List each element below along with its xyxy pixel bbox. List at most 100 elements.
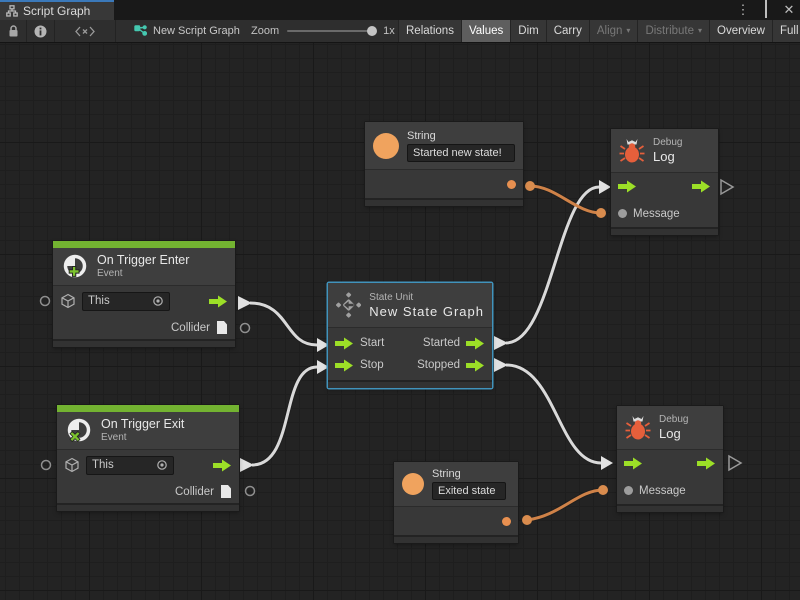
object-picker-icon[interactable]: [152, 295, 164, 307]
zoom-control: Zoom 1x: [251, 20, 395, 42]
zoom-value: 1x: [383, 25, 395, 37]
tab-script-graph[interactable]: Script Graph: [0, 0, 114, 20]
message-input-port[interactable]: [618, 209, 627, 218]
close-icon[interactable]: ✕: [782, 0, 796, 20]
kebab-menu-icon[interactable]: ⋮: [736, 0, 750, 20]
string-value-input[interactable]: [407, 144, 515, 162]
node-subtitle: Event: [101, 432, 184, 444]
inspect-button[interactable]: [27, 20, 55, 42]
target-object-dropdown[interactable]: This: [82, 292, 170, 311]
state-machine-icon: [336, 290, 361, 320]
node-subtitle: Debug: [653, 137, 682, 149]
output-port-label: Collider: [175, 486, 214, 498]
lock-icon: [8, 25, 19, 38]
wire-endpoint-dot: [525, 181, 535, 191]
flow-out-port[interactable]: [466, 337, 485, 350]
node-debug-log-bottom[interactable]: Debug Log Message: [617, 406, 723, 512]
maximize-icon[interactable]: [759, 0, 773, 20]
node-subtitle: State Unit: [369, 292, 484, 304]
target-object-dropdown[interactable]: This: [86, 456, 174, 475]
node-on-trigger-enter[interactable]: On Trigger Enter Event This: [53, 241, 235, 347]
port-label-message: Message: [633, 208, 680, 220]
toggle-relations[interactable]: Relations: [398, 20, 461, 42]
zoom-slider[interactable]: [287, 30, 375, 32]
collider-file-icon[interactable]: [220, 484, 232, 499]
node-subtitle: Event: [97, 268, 189, 280]
node-title: String: [432, 468, 506, 480]
flow-in-port[interactable]: [624, 457, 643, 470]
port-label-start: Start: [360, 337, 384, 349]
toggle-dim[interactable]: Dim: [510, 20, 545, 42]
node-title: On Trigger Exit: [101, 417, 184, 432]
graph-teal-icon: [134, 25, 147, 38]
target-value: This: [88, 295, 148, 307]
chevron-down-icon: ▾: [698, 26, 702, 36]
button-full-screen[interactable]: Full Scr: [772, 20, 800, 42]
bug-icon: [625, 415, 651, 441]
zoom-slider-handle[interactable]: [367, 26, 377, 36]
info-icon: [34, 25, 47, 38]
flow-in-port[interactable]: [335, 337, 354, 350]
string-output-port[interactable]: [502, 517, 511, 526]
node-footer: [617, 504, 723, 512]
node-debug-log-top[interactable]: Debug Log Message: [611, 129, 718, 235]
node-title: Log: [653, 149, 682, 164]
string-circle-icon: [373, 133, 399, 159]
toggle-carry[interactable]: Carry: [546, 20, 589, 42]
wire-endpoint-dot: [598, 485, 608, 495]
node-title: String: [407, 130, 515, 142]
message-input-port[interactable]: [624, 486, 633, 495]
edit-source-button[interactable]: [55, 20, 116, 42]
node-title: Log: [659, 426, 688, 441]
output-port-label: Collider: [171, 322, 210, 334]
node-state-unit[interactable]: State Unit New State Graph Start Started: [328, 283, 492, 388]
menu-distribute[interactable]: Distribute▾: [637, 20, 709, 42]
tab-bar: Script Graph ⋮ ✕: [0, 0, 800, 20]
lock-button[interactable]: [0, 20, 27, 42]
node-title: New State Graph: [369, 304, 484, 319]
tab-title: Script Graph: [23, 4, 90, 18]
chevron-down-icon: ▾: [626, 26, 630, 36]
flow-in-port[interactable]: [335, 359, 354, 372]
target-value: This: [92, 459, 152, 471]
node-subtitle: Debug: [659, 414, 688, 426]
flow-out-port[interactable]: [697, 457, 716, 470]
port-label-started: Started: [423, 337, 460, 349]
object-picker-icon[interactable]: [156, 459, 168, 471]
node-string-top[interactable]: String: [365, 122, 523, 206]
node-title: On Trigger Enter: [97, 253, 189, 268]
flow-out-port[interactable]: [209, 295, 228, 308]
node-on-trigger-exit[interactable]: On Trigger Exit Event This: [57, 405, 239, 511]
event-accent-bar: [53, 241, 235, 248]
event-exit-icon: [65, 417, 93, 445]
graph-breadcrumb[interactable]: New Script Graph: [116, 20, 240, 42]
wire-endpoint-dot: [522, 515, 532, 525]
string-output-port[interactable]: [507, 180, 516, 189]
event-enter-icon: [61, 253, 89, 281]
node-string-bottom[interactable]: String: [394, 462, 518, 543]
graph-hierarchy-icon: [6, 5, 18, 17]
flow-out-port[interactable]: [692, 180, 711, 193]
port-label-stop: Stop: [360, 359, 384, 371]
toggle-values[interactable]: Values: [461, 20, 510, 42]
string-circle-icon: [402, 473, 424, 495]
node-footer: [328, 380, 492, 388]
menu-align[interactable]: Align▾: [589, 20, 638, 42]
flow-in-port[interactable]: [618, 180, 637, 193]
zoom-label: Zoom: [251, 25, 279, 37]
node-footer: [611, 227, 718, 235]
wire-endpoint-dot: [596, 208, 606, 218]
node-footer: [57, 503, 239, 511]
string-value-input[interactable]: [432, 482, 506, 500]
collider-file-icon[interactable]: [216, 320, 228, 335]
gameobject-cube-icon: [60, 293, 76, 309]
port-label-stopped: Stopped: [417, 359, 460, 371]
toolbar-toggles: Relations Values Dim Carry Align▾ Distri…: [398, 20, 800, 42]
flow-out-port[interactable]: [466, 359, 485, 372]
node-footer: [365, 198, 523, 206]
button-overview[interactable]: Overview: [709, 20, 772, 42]
gameobject-cube-icon: [64, 457, 80, 473]
code-brackets-icon: [75, 26, 95, 37]
flow-out-port[interactable]: [213, 459, 232, 472]
